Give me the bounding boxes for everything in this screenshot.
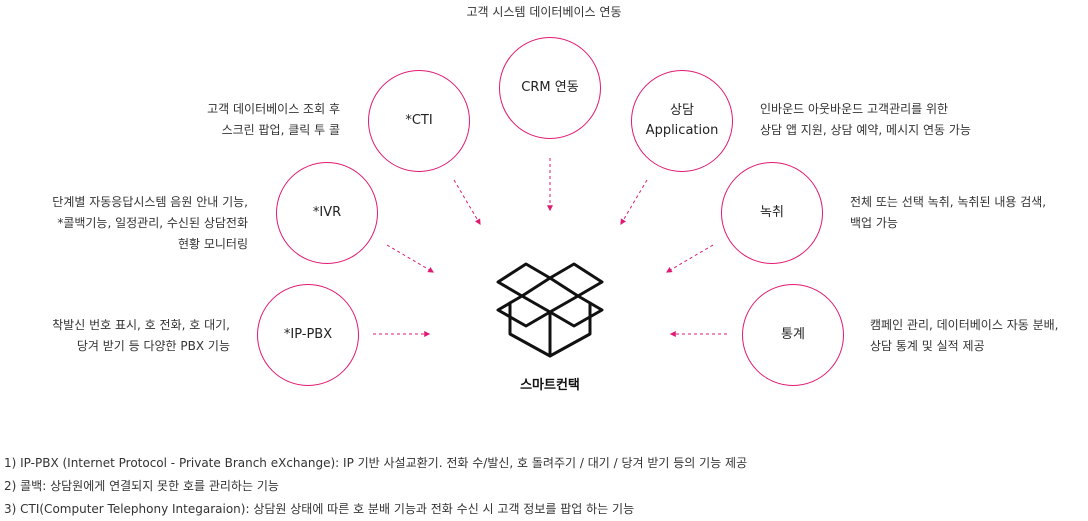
footnotes: 1) IP-PBX (Internet Protocol - Private B… [4, 452, 747, 521]
node-app-label-line1: 상담 [670, 103, 694, 118]
desc-cti: 고객 데이터베이스 조회 후 스크린 팝업, 클릭 투 콜 [207, 99, 340, 141]
node-crm-label: CRM 연동 [521, 80, 579, 95]
desc-pbx: 착발신 번호 표시, 호 전화, 호 대기, 당겨 받기 등 다양한 PBX 기… [52, 315, 230, 357]
node-crm: CRM 연동 [499, 37, 601, 139]
arrow-record [665, 244, 714, 273]
center-label: 스마트컨택 [520, 378, 580, 393]
node-pbx: *IP-PBX [257, 284, 359, 386]
top-caption: 고객 시스템 데이터베이스 연동 [466, 5, 622, 19]
desc-ivr-line: 단계별 자동응답시스템 음원 안내 기능, [52, 195, 248, 209]
node-cti: *CTI [368, 70, 470, 172]
desc-record-line: 백업 가능 [850, 216, 898, 230]
footnote-2: 2) 콜백: 상담원에게 연결되지 못한 호를 관리하는 기능 [4, 479, 279, 493]
desc-stats: 캠페인 관리, 데이터베이스 자동 분배, 상담 통계 및 실적 제공 [870, 315, 1059, 357]
open-box-icon [496, 262, 604, 358]
node-record: 녹취 [721, 162, 823, 264]
node-stats-label: 통계 [781, 327, 805, 342]
desc-stats-line: 캠페인 관리, 데이터베이스 자동 분배, [870, 318, 1059, 332]
desc-app: 인바운드 아웃바운드 고객관리를 위한 상담 앱 지원, 상담 예약, 메시지 … [760, 99, 971, 141]
node-ivr: *IVR [276, 162, 378, 264]
desc-ivr-line: 현황 모니터링 [177, 237, 248, 251]
footnote-3: 3) CTI(Computer Telephony Integaraion): … [4, 502, 635, 516]
node-app-label-line2: Application [645, 123, 719, 138]
desc-app-line: 인바운드 아웃바운드 고객관리를 위한 [760, 102, 949, 116]
node-cti-label: *CTI [405, 113, 433, 128]
desc-pbx-line: 착발신 번호 표시, 호 전화, 호 대기, [52, 318, 230, 332]
desc-ivr-line: *콜백기능, 일정관리, 수신된 상담전화 [57, 216, 248, 230]
node-pbx-label: *IP-PBX [283, 327, 333, 342]
desc-stats-line: 상담 통계 및 실적 제공 [870, 339, 985, 353]
desc-app-line: 상담 앱 지원, 상담 예약, 메시지 연동 가능 [760, 123, 971, 137]
footnote-1: 1) IP-PBX (Internet Protocol - Private B… [4, 456, 748, 470]
desc-ivr: 단계별 자동응답시스템 음원 안내 기능, *콜백기능, 일정관리, 수신된 상… [52, 192, 248, 255]
node-record-label: 녹취 [760, 205, 784, 220]
node-app: 상담 Application [631, 70, 733, 172]
node-ivr-label: *IVR [312, 205, 342, 220]
desc-record-line: 전체 또는 선택 녹취, 녹취된 내용 검색, [850, 195, 1047, 209]
arrow-ivr [386, 244, 435, 273]
desc-cti-line: 스크린 팝업, 클릭 투 콜 [221, 123, 340, 137]
arrow-app [620, 179, 648, 226]
desc-pbx-line: 당겨 받기 등 다양한 PBX 기능 [76, 339, 230, 353]
desc-record: 전체 또는 선택 녹취, 녹취된 내용 검색, 백업 가능 [850, 192, 1046, 234]
desc-cti-line: 고객 데이터베이스 조회 후 [207, 102, 340, 116]
node-stats: 통계 [742, 284, 844, 386]
arrow-cti [453, 179, 481, 226]
